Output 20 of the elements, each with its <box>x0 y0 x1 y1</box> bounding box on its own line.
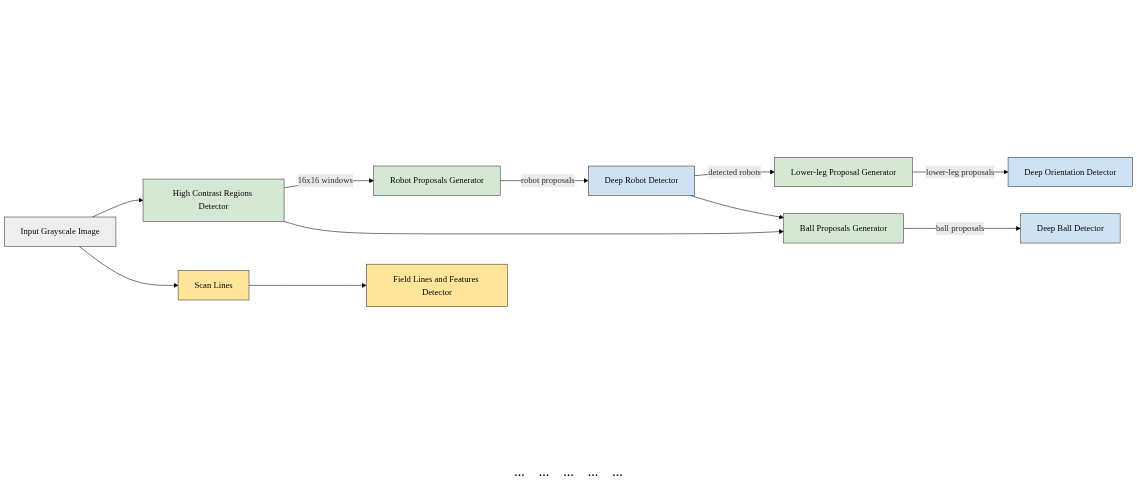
node-box: Ball Proposals Generator <box>783 213 904 244</box>
ellipsis-label: ... <box>612 464 623 481</box>
node-box: High Contrast Regions Detector <box>142 178 285 222</box>
node-box: Input Grayscale Image <box>4 216 117 247</box>
node-box: Deep Robot Detector <box>588 165 695 196</box>
ellipsis-label: ... <box>514 464 525 481</box>
ellipsis-label: ... <box>538 464 550 481</box>
node-box: Field Lines and Features Detector <box>366 264 508 307</box>
node-box: Deep Ball Detector <box>1020 213 1121 244</box>
node-box: Scan Lines <box>177 270 250 301</box>
ellipsis-label: ... <box>563 464 574 481</box>
edge-label: lower-leg proposals <box>925 167 995 177</box>
edge-label: ball proposals <box>936 223 985 233</box>
node-box: Robot Proposals Generator <box>373 165 501 196</box>
node-box: Deep Orientation Detector <box>1007 157 1133 187</box>
node-box: Lower-leg Proposal Generator <box>774 157 913 187</box>
edge-label: 16x16 windows <box>297 175 353 186</box>
ellipsis-label: ... <box>587 464 599 481</box>
edge-label: robot proposals <box>521 175 575 186</box>
edge-label: detected robots <box>708 167 761 177</box>
